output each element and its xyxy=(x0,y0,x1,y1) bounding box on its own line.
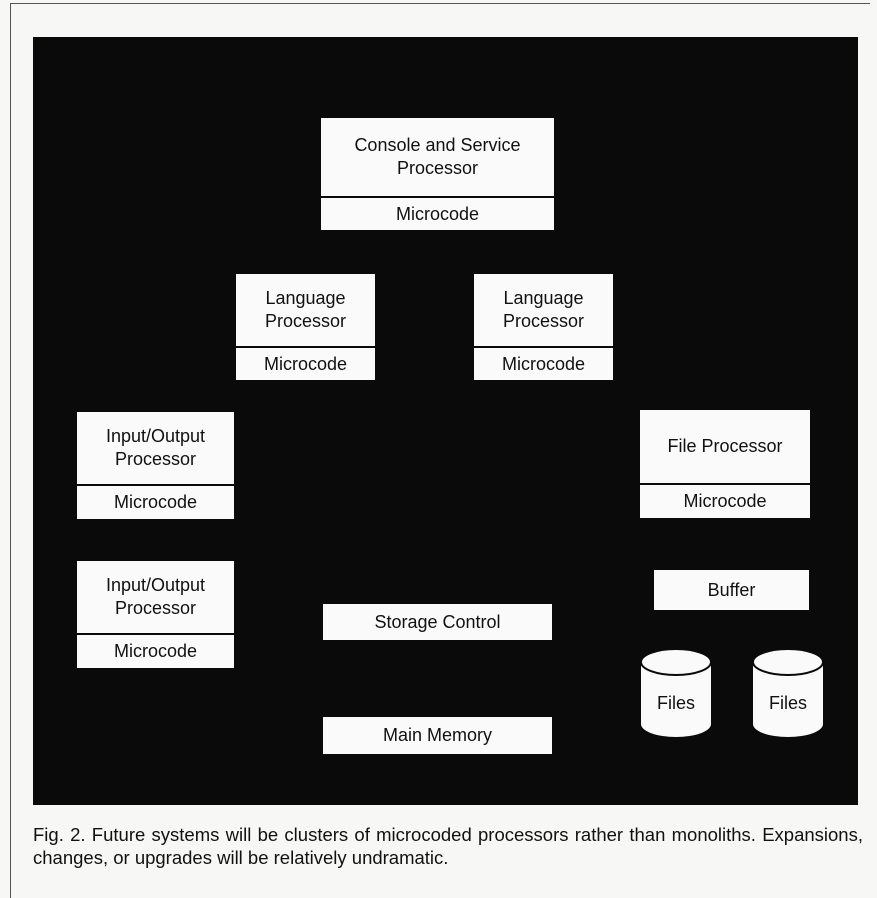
files-right-cylinder: Files xyxy=(752,648,824,738)
language-processor-left-label: Language Processor xyxy=(264,288,347,331)
files-left-label: Files xyxy=(656,693,695,713)
box-divider xyxy=(640,483,810,485)
language-right-microcode-label: Microcode xyxy=(501,353,586,374)
file-processor-label: File Processor xyxy=(667,436,783,456)
box-divider xyxy=(474,346,613,348)
box-divider xyxy=(77,633,234,635)
box-divider xyxy=(236,346,375,348)
main-memory-label: Main Memory xyxy=(382,725,493,745)
io-bottom-microcode-label: Microcode xyxy=(113,641,198,661)
io-processor-top-box: Input/Output Processor Microcode xyxy=(77,412,234,519)
box-divider xyxy=(321,196,554,198)
files-right-label: Files xyxy=(768,693,807,713)
files-left-cylinder: Files xyxy=(640,648,712,738)
io-processor-bottom-label: Input/Output Processor xyxy=(105,575,206,618)
left-rule xyxy=(10,3,11,898)
cylinder-icon xyxy=(640,648,712,737)
buffer-box: Buffer xyxy=(654,570,809,610)
language-processor-left-box: Language Processor Microcode xyxy=(236,274,375,380)
file-processor-microcode-label: Microcode xyxy=(683,491,767,511)
io-processor-bottom-box: Input/Output Processor Microcode xyxy=(77,561,234,668)
main-memory-box: Main Memory xyxy=(323,717,552,754)
box-divider xyxy=(77,484,234,486)
figure-caption: Fig. 2. Future systems will be clusters … xyxy=(33,824,863,868)
io-top-microcode-label: Microcode xyxy=(113,492,198,512)
language-processor-right-box: Language Processor Microcode xyxy=(474,274,613,380)
cylinder-icon xyxy=(752,648,824,737)
language-left-microcode-label: Microcode xyxy=(263,353,348,374)
io-processor-top-label: Input/Output Processor xyxy=(105,426,206,469)
storage-control-label: Storage Control xyxy=(374,611,501,632)
top-rule xyxy=(10,3,870,4)
language-processor-right-label: Language Processor xyxy=(502,288,585,331)
storage-control-box: Storage Control xyxy=(323,604,552,640)
buffer-label: Buffer xyxy=(707,579,756,600)
file-processor-box: File Processor Microcode xyxy=(640,410,810,518)
console-microcode-label: Microcode xyxy=(395,203,480,224)
console-service-processor-label: Console and Service Processor xyxy=(354,135,521,178)
console-service-processor-box: Console and Service Processor Microcode xyxy=(321,118,554,230)
